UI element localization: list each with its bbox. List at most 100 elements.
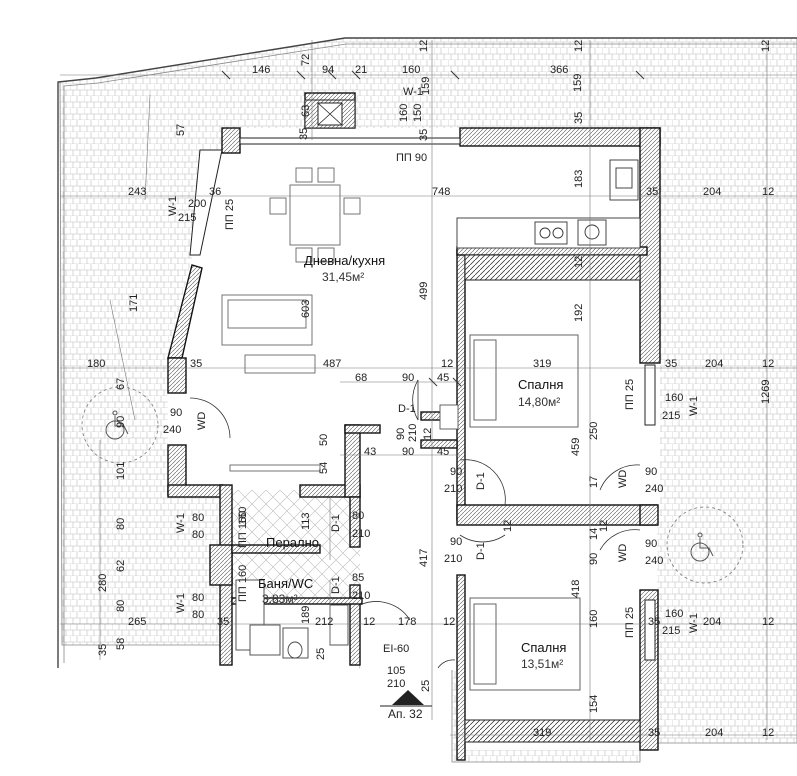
dim-label: 58 xyxy=(115,637,127,650)
door-tag-d1: D-1 xyxy=(475,472,487,490)
room-bath-area: 3,83м² xyxy=(262,592,298,606)
dining-table xyxy=(269,167,361,263)
door-tag-d1: D-1 xyxy=(330,576,342,594)
dim-label: 25 xyxy=(315,647,327,660)
dim-label: 417 xyxy=(418,548,430,567)
tag-w1: W-1 xyxy=(403,86,423,98)
dim-label: 90 xyxy=(115,415,127,428)
dim-label: 90 xyxy=(645,538,658,550)
dim-label: 178 xyxy=(398,616,417,628)
tag-w1: W-1 xyxy=(688,613,700,633)
dim-label: 72 xyxy=(300,53,312,66)
dim-label: 105 xyxy=(387,665,406,677)
tag-w1: W-1 xyxy=(688,396,700,416)
dim-label: 57 xyxy=(175,123,187,136)
walls xyxy=(167,92,661,761)
dim-label: 36 xyxy=(209,186,222,198)
dim-label: 159 xyxy=(420,76,432,95)
dim-label: 14 xyxy=(588,527,600,540)
room-living-area: 31,45м² xyxy=(322,270,365,284)
tag-pp25: ПП 25 xyxy=(224,198,236,230)
dim-label: 160 xyxy=(665,392,684,404)
dim-label: 319 xyxy=(533,358,552,370)
dim-label: 160 xyxy=(398,103,410,122)
tag-w1: W-1 xyxy=(167,196,179,216)
dim-label: 12 xyxy=(418,39,430,52)
dim-label: 12 xyxy=(441,358,454,370)
dim-label: 180 xyxy=(87,358,106,370)
kitchen xyxy=(456,159,641,249)
dim-label: 12 xyxy=(502,519,514,532)
dim-label: 90 xyxy=(402,372,415,384)
dim-label: 35 xyxy=(646,186,659,198)
bath-fixtures xyxy=(235,579,349,659)
dim-label: 35 xyxy=(573,111,585,124)
terrace-parapet xyxy=(57,37,797,668)
dim-label: 160 xyxy=(588,609,600,628)
dim-label: 189 xyxy=(300,605,312,624)
dim-label: 12 xyxy=(760,39,772,52)
dim-label: 35 xyxy=(665,358,678,370)
door-tag-d1: D-1 xyxy=(475,542,487,560)
dim-label: 210 xyxy=(444,483,463,495)
dim-label: 54 xyxy=(318,461,330,474)
dim-label: 154 xyxy=(588,694,600,713)
dim-label: 192 xyxy=(573,303,585,322)
dim-label: 204 xyxy=(705,358,724,370)
dim-label: 159 xyxy=(572,73,584,92)
dim-label: 67 xyxy=(115,377,127,390)
dim-label: 499 xyxy=(418,281,430,300)
dim-label: 12 xyxy=(762,186,775,198)
dim-label: 90 xyxy=(450,536,463,548)
turning-circle-1 xyxy=(81,386,159,464)
dim-label: 80 xyxy=(115,517,127,530)
dim-label: 204 xyxy=(703,616,722,628)
sofa xyxy=(221,294,321,472)
dim-label: 35 xyxy=(217,616,230,628)
dim-label: 280 xyxy=(97,573,109,592)
dim-label: 12 xyxy=(762,727,775,739)
room-bath-name: Баня/WC xyxy=(258,576,314,591)
tag-pp160: ПП 160 xyxy=(237,510,249,548)
wardrobe-1 xyxy=(464,254,641,281)
dim-label: 45 xyxy=(437,446,450,458)
dim-label: 366 xyxy=(550,64,569,76)
dim-label: 240 xyxy=(645,555,664,567)
dim-label: 25 xyxy=(420,679,432,692)
dim-label: 210 xyxy=(352,528,371,540)
door-tag-d1: D-1 xyxy=(330,514,342,532)
dim-label: 35 xyxy=(648,727,661,739)
dim-label: 12 xyxy=(762,616,775,628)
room-living-name: Дневна/кухня xyxy=(304,253,386,268)
door-tag-d1: D-1 xyxy=(398,403,416,415)
tag-pp160: ПП 160 xyxy=(237,564,249,602)
tag-pp25: ПП 25 xyxy=(624,378,636,410)
dim-label: 94 xyxy=(322,64,335,76)
dim-label: 12 xyxy=(762,358,775,370)
dim-label: 418 xyxy=(570,579,582,598)
dim-label: 183 xyxy=(573,169,585,188)
dim-label: 319 xyxy=(533,727,552,739)
dim-label: 210 xyxy=(387,678,406,690)
dim-label: 204 xyxy=(705,727,724,739)
tag-w1: W-1 xyxy=(175,593,187,613)
dim-label: 265 xyxy=(128,616,147,628)
wheelchair-icon xyxy=(690,532,714,562)
dim-label: 204 xyxy=(703,186,722,198)
dim-label: 1269 xyxy=(760,379,772,404)
dim-label: 90 xyxy=(450,466,463,478)
dim-label: 243 xyxy=(128,186,147,198)
dim-label: 50 xyxy=(318,433,330,446)
tag-pp25: ПП 25 xyxy=(624,606,636,638)
dim-label: 12 xyxy=(363,616,376,628)
dim-label: 63 xyxy=(300,104,312,117)
dim-label: 35 xyxy=(298,127,310,140)
dim-label: 35 xyxy=(648,616,661,628)
dim-label: 90 xyxy=(645,466,658,478)
dim-label: 80 xyxy=(192,609,205,621)
dim-label: 43 xyxy=(364,446,377,458)
dim-label: 80 xyxy=(352,510,365,522)
dim-label: 101 xyxy=(115,461,127,480)
dim-label: 459 xyxy=(570,437,582,456)
bed-1 xyxy=(439,334,579,430)
